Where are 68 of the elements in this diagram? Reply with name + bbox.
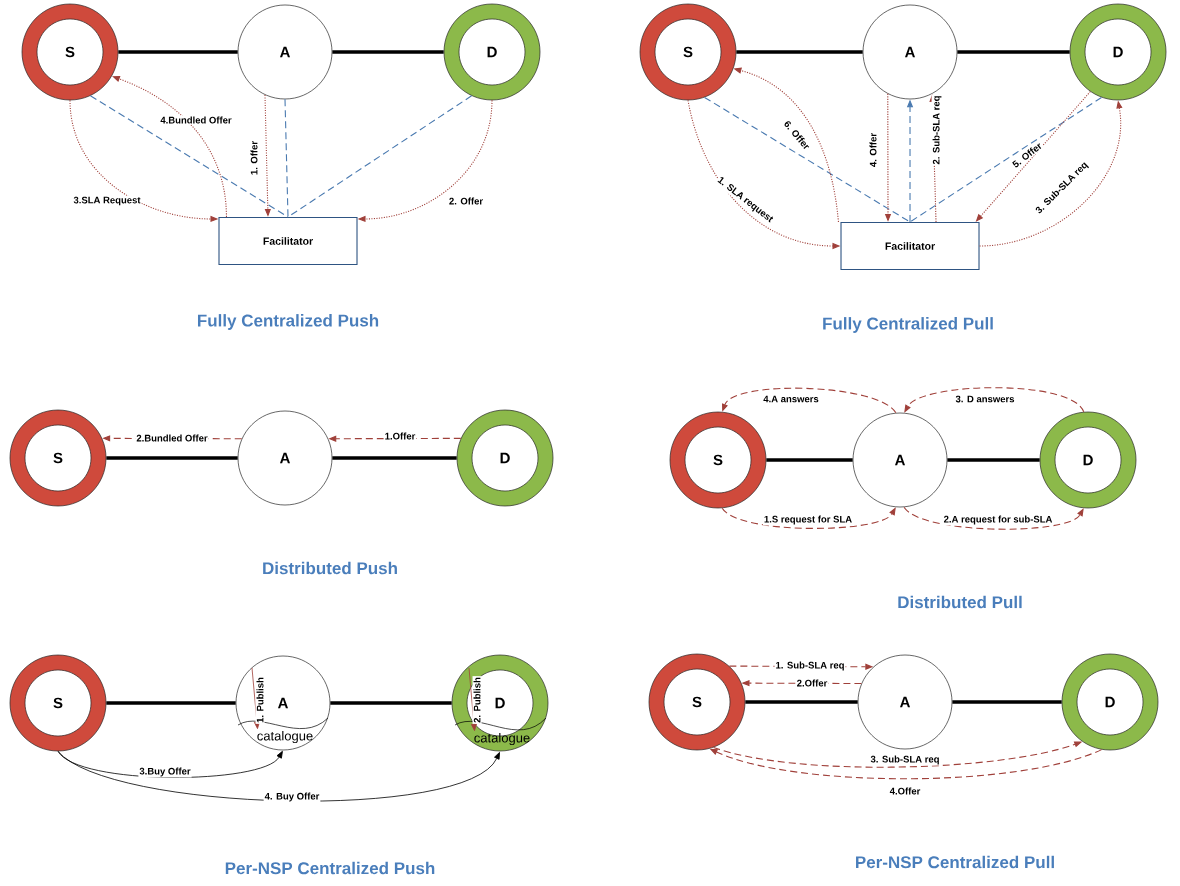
ring-node: D [1069,3,1167,101]
edge-label: 3.SLA Request [72,195,142,207]
link-line [745,700,858,704]
edge-label: 2.Bundled Offer [135,433,209,443]
panel-title: Distributed Pull [898,595,1022,609]
edge-label: 3. Sub-SLA req [869,754,941,766]
ring-node: S [639,3,737,101]
edge-label: 1. Sub-SLA req [774,660,846,672]
link-line [766,458,853,462]
circle-node: A [237,410,333,506]
panel-title: Distributed Push [263,561,397,575]
edge-label: 1.Offer [383,431,417,441]
link-line [332,456,457,460]
link-line [957,50,1070,54]
edge-label: 1. Publish [255,676,265,724]
ring-node: D [456,409,554,507]
link-line [952,700,1062,704]
edge-label: 4.A answers [762,394,820,404]
edge-label: 4. Buy Offer [263,791,321,803]
arrow [722,387,897,414]
edge-label: 2. Offer [447,196,485,206]
circle-node: A [857,654,953,750]
panel-title: Fully Centralized Pull [823,317,993,333]
ring-node: D [1039,411,1137,509]
edge-label: 3.Buy Offer [138,766,192,778]
edge-label: 2. Sub-SLA req [931,94,943,166]
edge-label: 2.A request for sub-SLA [942,514,1054,526]
arrow [904,387,1085,413]
arrow [721,507,896,529]
edge-label: 1. Offer [249,139,259,177]
edge-label: 4.Offer [888,786,922,796]
edge-label: 2. Publish [472,676,482,724]
link-line [736,50,863,54]
process-box: Facilitator [840,221,980,271]
panel-title: Per-NSP Centralized Push [225,861,435,875]
ring-node: D [443,3,541,101]
dashed-line [287,95,473,218]
link-line [106,701,236,705]
arrow [57,750,500,802]
panel-title: Per-NSP Centralized Pull [856,855,1054,869]
ring-node: S [9,409,107,507]
dashed-line [89,95,289,218]
circle-node: A [237,4,333,100]
circle-node: A [852,412,948,508]
region-label: catalogue [257,730,313,744]
arrow [57,750,283,778]
panel-title: Fully Centralized Push [198,314,379,330]
ring-node: S [648,653,746,751]
ring-node: S [21,3,119,101]
link-line [947,458,1040,462]
edge-label: 1.S request for SLA [762,514,854,526]
region-label: catalogue [474,732,530,746]
link-line [118,50,238,54]
ring-node: S [669,411,767,509]
arrow [903,506,1084,530]
arrow [468,667,477,731]
edge-label: 2.Offer [795,678,829,688]
edge-label: 4.Bundled Offer [159,115,233,125]
ring-node: S [9,654,107,752]
edge-label: 3. D answers [954,394,1016,404]
link-line [330,701,452,705]
dashed-line [909,96,1103,223]
ring-node: D [1061,653,1159,751]
link-line [332,50,444,54]
edge-label: 4. Offer [868,131,878,169]
link-line [106,456,238,460]
dashed-line [284,98,289,218]
process-box: Facilitator [218,216,358,266]
